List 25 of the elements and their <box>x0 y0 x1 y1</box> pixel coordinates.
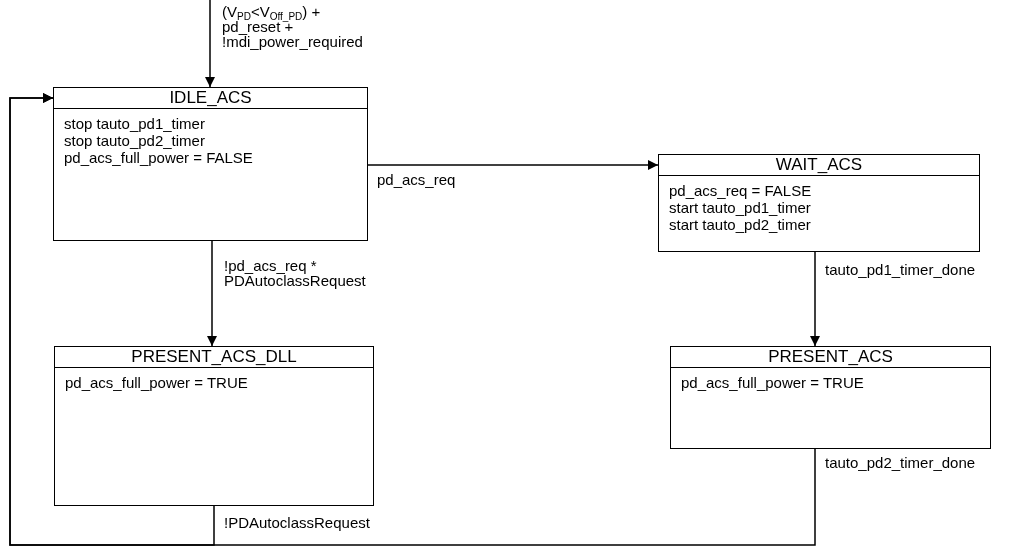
state-name: IDLE_ACS <box>169 88 252 107</box>
transition-arrow <box>207 240 217 347</box>
edge-label: tauto_pd1_timer_done <box>825 262 976 277</box>
transition-arrow <box>810 251 820 347</box>
edge-label: pd_acs_req <box>377 172 456 187</box>
transition-arrow <box>9 93 816 546</box>
transition-arrow <box>205 0 215 88</box>
edge-label: !PDAutoclassRequest <box>224 515 370 530</box>
state-action: start tauto_pd1_timer <box>669 199 811 216</box>
state-action: stop tauto_pd2_timer <box>64 132 205 149</box>
state-action: start tauto_pd2_timer <box>669 216 811 233</box>
state-box <box>670 346 991 449</box>
state-action: pd_acs_full_power = FALSE <box>64 149 253 166</box>
state-box <box>54 346 374 506</box>
state-name: PRESENT_ACS <box>768 347 893 366</box>
state-box <box>658 154 980 252</box>
transition-arrow <box>367 160 659 170</box>
state-action: pd_acs_full_power = TRUE <box>65 374 248 391</box>
state-box <box>53 87 368 241</box>
state-action: stop tauto_pd1_timer <box>64 115 205 132</box>
state-action: pd_acs_full_power = TRUE <box>681 374 864 391</box>
state-action: pd_acs_req = FALSE <box>669 182 812 199</box>
state-name: WAIT_ACS <box>775 155 863 174</box>
state-name: PRESENT_ACS_DLL <box>131 347 297 366</box>
edge-label: tauto_pd2_timer_done <box>825 455 976 470</box>
